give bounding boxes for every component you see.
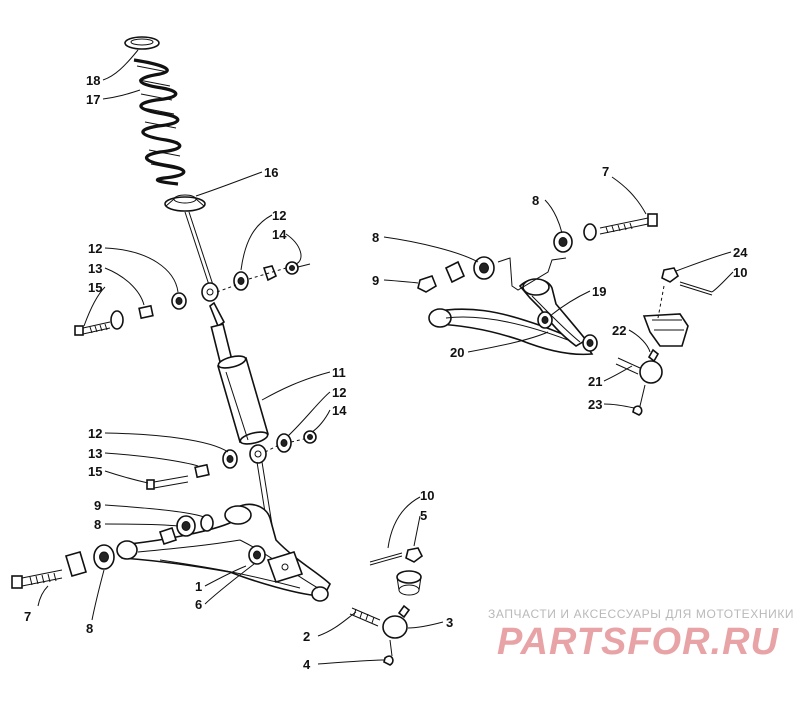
nut-lower-spindle	[405, 547, 424, 563]
callout-2: 2	[303, 629, 310, 644]
callout-14: 14	[272, 227, 287, 242]
sleeve-lower-left	[194, 463, 210, 479]
callout-12: 12	[332, 385, 346, 400]
shock-absorber	[210, 323, 269, 445]
bushing-upper-right	[233, 271, 249, 291]
callout-20: 20	[450, 345, 464, 360]
upper-arm-bushing-rear	[553, 223, 597, 253]
lower-arm-bolt	[11, 569, 63, 589]
lower-arm-bushing-front	[248, 545, 266, 565]
washer-upper-right	[262, 265, 278, 282]
callout-18: 18	[86, 73, 100, 88]
callout-12: 12	[88, 426, 102, 441]
callout-1: 1	[195, 579, 202, 594]
callout-13: 13	[88, 261, 102, 276]
spring-retainer-cap	[124, 36, 160, 50]
callout-6: 6	[195, 597, 202, 612]
upper-shock-mount	[201, 282, 226, 328]
spindle-washer	[396, 570, 422, 596]
upper-arm-bolt	[599, 213, 658, 235]
tie-rod-end-lower	[349, 604, 411, 657]
bushing-lower-right	[276, 433, 292, 453]
callout-8: 8	[94, 517, 101, 532]
callout-23: 23	[588, 397, 602, 412]
lower-shock-eye	[249, 444, 267, 464]
callout-22: 22	[612, 323, 626, 338]
callout-5: 5	[420, 508, 427, 523]
coil-spring	[133, 58, 186, 186]
watermark-logo: PARTSFOR.RU	[497, 621, 779, 663]
callout-12: 12	[88, 241, 102, 256]
lower-a-arm	[116, 503, 331, 602]
callout-7: 7	[602, 164, 609, 179]
sleeve-upper-left	[138, 304, 154, 320]
bushing-lower-left	[222, 449, 238, 469]
callout-15: 15	[88, 280, 102, 295]
lower-arm-bushing-left	[65, 544, 115, 577]
cotter-pin-10b	[679, 281, 713, 296]
upper-arm-bushing-front	[417, 256, 495, 293]
washer-upper-left	[110, 310, 124, 330]
spring-seat	[164, 194, 206, 212]
callout-17: 17	[86, 92, 100, 107]
upper-a-arm	[428, 278, 594, 356]
callout-8: 8	[372, 230, 379, 245]
callout-8: 8	[86, 621, 93, 636]
lower-arm-bushings-rear	[158, 514, 214, 546]
bolt-upper	[74, 321, 111, 336]
callout-8: 8	[532, 193, 539, 208]
upper-arm-bushing-19	[537, 311, 553, 329]
tie-rod-end-upper	[615, 348, 663, 407]
callout-10: 10	[733, 265, 747, 280]
callout-9: 9	[372, 273, 379, 288]
nut-upper-spindle	[661, 267, 680, 283]
leader-lines	[37, 49, 734, 665]
callout-15: 15	[88, 464, 102, 479]
spindle-bracket	[642, 313, 689, 347]
upper-ball-joint-bushing	[582, 334, 598, 352]
bolt-lower	[146, 475, 189, 490]
nut-lower-right	[303, 430, 317, 444]
cotter-pin-upper	[632, 405, 643, 416]
callout-16: 16	[264, 165, 278, 180]
watermark-tagline: ЗАПЧАСТИ И АКСЕССУАРЫ ДЛЯ МОТОТЕХНИКИ	[488, 607, 795, 621]
watermark-logo-text: PARTSFOR.RU	[497, 621, 779, 663]
callout-9: 9	[94, 498, 101, 513]
callout-21: 21	[588, 374, 602, 389]
callout-7: 7	[24, 609, 31, 624]
callout-14: 14	[332, 403, 347, 418]
callout-12: 12	[272, 208, 286, 223]
bushing-upper-left	[171, 292, 187, 310]
callout-13: 13	[88, 446, 102, 461]
callout-4: 4	[303, 657, 311, 672]
callout-19: 19	[592, 284, 606, 299]
callout-11: 11	[332, 365, 346, 380]
callout-24: 24	[733, 245, 748, 260]
callout-3: 3	[446, 615, 453, 630]
cotter-pin-lower	[383, 655, 394, 666]
callout-10: 10	[420, 488, 434, 503]
cotter-pin-10a	[369, 552, 403, 566]
